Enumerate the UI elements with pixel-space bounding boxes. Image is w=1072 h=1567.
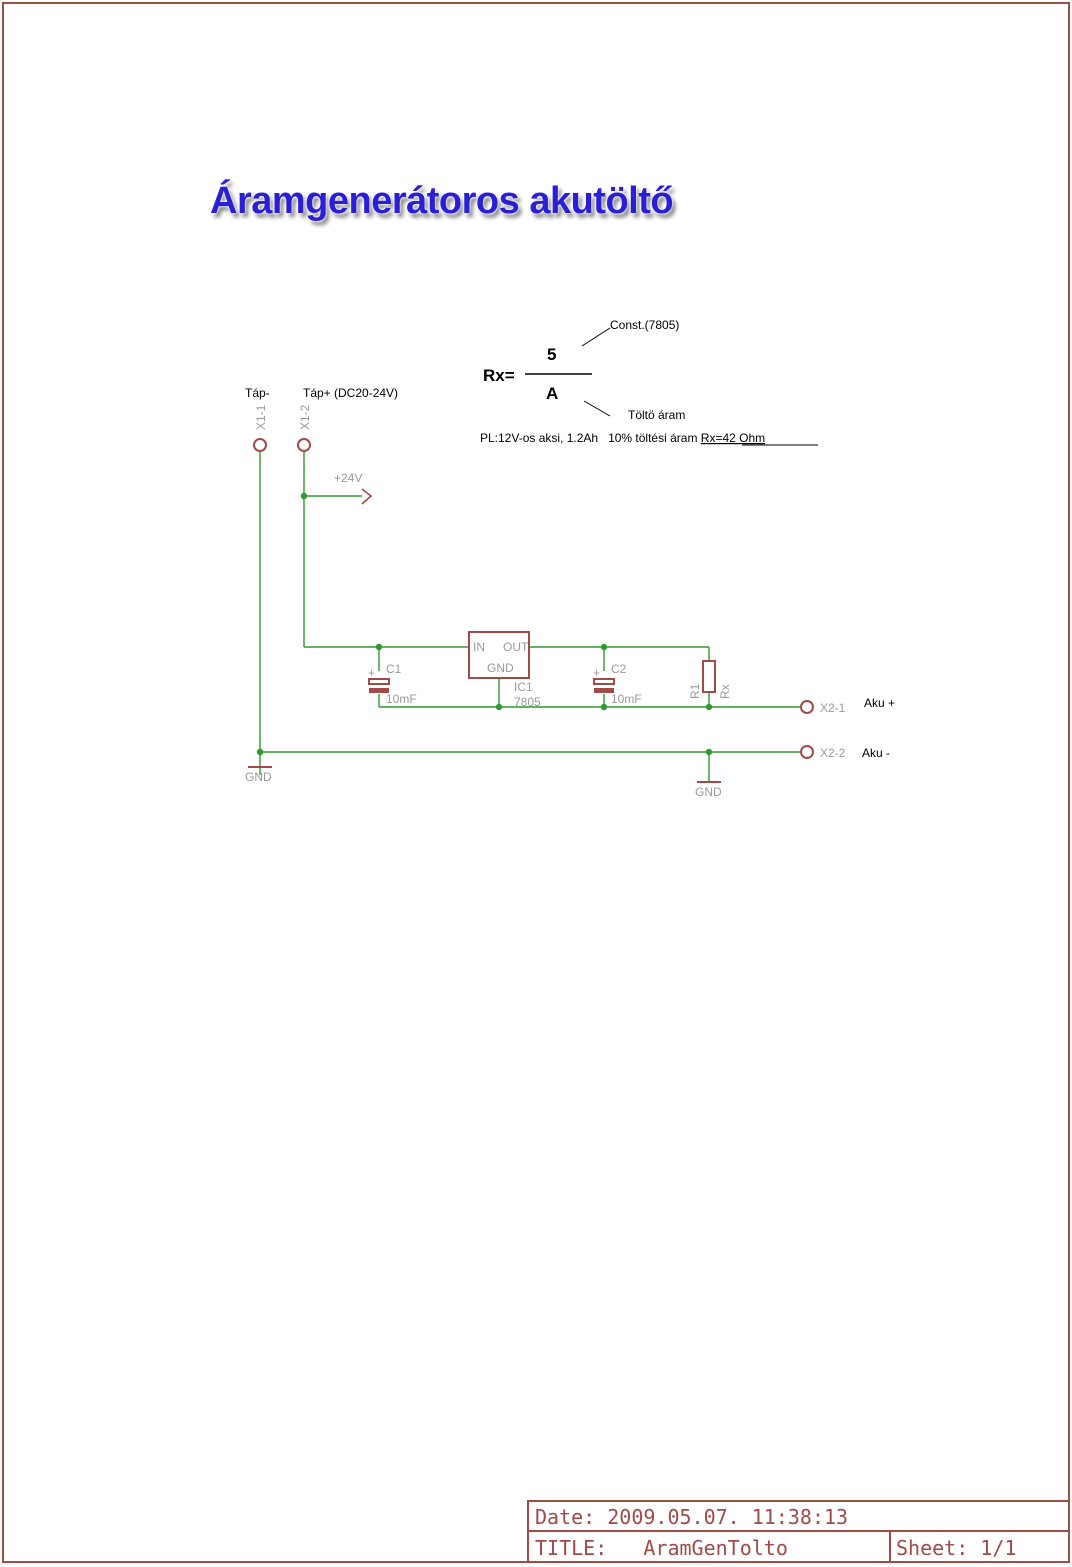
- junction-dot: [375, 643, 383, 651]
- supply-label: +24V: [334, 471, 362, 485]
- resistor-name: R1: [688, 683, 702, 699]
- junction-dot: [256, 748, 264, 756]
- capacitor-value: 10mF: [386, 692, 417, 706]
- connector-label: X1-1: [254, 404, 268, 430]
- junctions: [256, 492, 713, 756]
- ground-left: GND: [245, 766, 272, 784]
- example-description: PL:12V-os aksi, 1.2Ah 10% töltési áram: [480, 431, 701, 445]
- regulator-name: IC1: [514, 680, 533, 694]
- capacitor-plate: [594, 688, 614, 693]
- ground-label: GND: [695, 785, 722, 799]
- junction-dot: [600, 703, 608, 711]
- formula-denominator: A: [546, 384, 558, 403]
- supply-24v: +24V: [334, 471, 373, 505]
- example-text: PL:12V-os aksi, 1.2Ah 10% töltési áram R…: [480, 431, 765, 445]
- capacitor-value: 10mF: [611, 692, 642, 706]
- connector-caption: Aku +: [864, 696, 895, 710]
- resistor-body: [702, 660, 716, 693]
- connector-caption: Táp+ (DC20-24V): [303, 386, 398, 400]
- connector-x2-1: X2-1 Aku +: [800, 696, 895, 715]
- regulator-body: [468, 631, 530, 679]
- connector-caption: Táp-: [245, 386, 270, 400]
- denominator-note: Töltö áram: [628, 408, 685, 422]
- connector-pad: [253, 438, 267, 452]
- numerator-note: Const.(7805): [610, 318, 679, 332]
- connector-caption: Aku -: [862, 746, 890, 760]
- capacitor-polarity: +: [368, 666, 375, 680]
- capacitor-plate: [593, 678, 615, 685]
- resistor-value: Rx: [718, 684, 732, 699]
- example-result: Rx=42 Ohm: [701, 431, 765, 445]
- ground-right: GND: [695, 781, 722, 799]
- connector-x2-2: X2-2 Aku -: [800, 745, 890, 760]
- resistor-r1: R1 Rx: [688, 660, 732, 699]
- capacitor-name: C2: [611, 662, 627, 676]
- capacitor-name: C1: [386, 662, 402, 676]
- connector-label: X1-2: [298, 404, 312, 430]
- title-block-date: Date: 2009.05.07. 11:38:13: [535, 1505, 848, 1529]
- connector-pad: [297, 438, 311, 452]
- junction-dot: [705, 703, 713, 711]
- numerator-note-leader: [581, 327, 611, 347]
- wires: [259, 452, 800, 782]
- capacitor-plate: [369, 688, 389, 693]
- pin-in-label: IN: [473, 640, 485, 654]
- title-block-sheet: Sheet: 1/1: [896, 1536, 1016, 1560]
- junction-dot: [495, 703, 503, 711]
- capacitor-c1: + C1 10mF: [368, 662, 417, 706]
- formula-numerator: 5: [547, 345, 556, 364]
- connector-x1-1: X1-1 Táp-: [245, 386, 270, 452]
- connector-pad: [800, 745, 814, 759]
- connector-x1-2: X1-2 Táp+ (DC20-24V): [297, 386, 398, 452]
- pin-out-label: OUT: [503, 640, 529, 654]
- junction-dot: [705, 748, 713, 756]
- formula-lhs: Rx=: [483, 366, 515, 385]
- pin-gnd-label: GND: [487, 661, 514, 675]
- ground-label: GND: [245, 770, 272, 784]
- junction-dot: [300, 492, 308, 500]
- junction-dot: [600, 643, 608, 651]
- regulator-value: 7805: [514, 695, 541, 709]
- title-block: Date: 2009.05.07. 11:38:13 TITLE: AramGe…: [527, 1500, 1070, 1563]
- regulator-ic1: IN OUT GND IC1 7805: [468, 631, 541, 709]
- connector-label: X2-1: [820, 701, 846, 715]
- denominator-note-leader: [583, 400, 611, 417]
- capacitor-plate: [368, 678, 390, 685]
- supply-arrow-icon: [361, 488, 373, 505]
- title-block-title: TITLE: AramGenTolto: [535, 1536, 788, 1560]
- connector-pad: [800, 700, 814, 714]
- capacitor-c2: + C2 10mF: [593, 662, 642, 706]
- connector-label: X2-2: [820, 746, 846, 760]
- formula: Rx= 5 A Const.(7805) Töltö áram PL:12V-o…: [480, 318, 818, 446]
- page-title: Áramgenerátoros akutöltő: [210, 180, 674, 222]
- capacitor-polarity: +: [593, 666, 600, 680]
